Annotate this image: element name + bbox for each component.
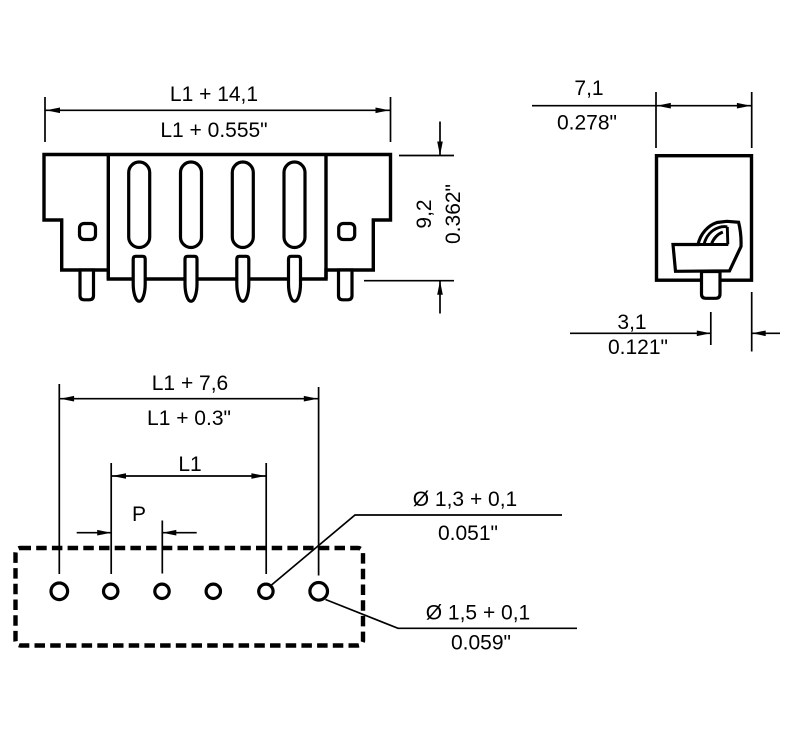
front-view-outline xyxy=(42,152,393,281)
solder-pin xyxy=(286,254,303,303)
contact-slot xyxy=(282,160,307,250)
arrowhead xyxy=(736,102,751,109)
arrowhead xyxy=(437,141,443,156)
mounting-leg xyxy=(78,268,96,302)
leader-line xyxy=(270,514,562,586)
drill-hole-small xyxy=(257,582,275,601)
arrowhead xyxy=(303,395,318,402)
callout-large-hole-diameter: Ø 1,5 + 0,1 xyxy=(426,602,531,625)
dim-plan-overall-metric: L1 + 7,6 xyxy=(152,372,228,395)
dim-front-overall-width: L1 + 14,1 L1 + 0.555" xyxy=(44,83,392,142)
contact-slot xyxy=(178,160,204,250)
arrowhead xyxy=(375,107,390,114)
side-solder-pin xyxy=(699,269,722,300)
clamp-contact-outline xyxy=(671,219,743,273)
contact-slot xyxy=(127,160,152,250)
dim-plan-span-metric: L1 xyxy=(178,453,201,476)
dim-pin-offset-inch: 0.121" xyxy=(608,336,668,359)
clamp-inner-arc xyxy=(702,225,728,245)
callout-large-hole: Ø 1,5 + 0,1 0.059" xyxy=(325,598,577,655)
dim-pin-offset: 3,1 0.121" xyxy=(570,292,780,359)
arrowhead xyxy=(97,529,112,536)
dim-plan-pitch-metric: P xyxy=(132,503,146,526)
dim-front-width-inch: L1 + 0.555" xyxy=(160,119,267,142)
dim-front-width-metric: L1 + 14,1 xyxy=(170,83,258,106)
callout-small-hole-diameter: Ø 1,3 + 0,1 xyxy=(413,488,518,511)
square-hole xyxy=(77,221,98,242)
dim-side-width: 7,1 0.278" xyxy=(532,77,753,148)
dim-plan-pitch: P xyxy=(76,503,197,574)
arrowhead xyxy=(251,473,266,479)
arrowhead xyxy=(60,395,75,402)
dim-side-width-metric: 7,1 xyxy=(574,77,603,100)
mounting-leg xyxy=(336,268,354,302)
dim-plan-overall-inch: L1 + 0.3" xyxy=(147,407,231,430)
clamp-detail-arc xyxy=(710,230,724,245)
arrowhead xyxy=(437,280,443,295)
callout-large-hole-inch: 0.059" xyxy=(451,632,511,655)
drill-hole-small xyxy=(153,582,171,601)
drill-hole-large xyxy=(308,580,330,602)
callout-small-hole: Ø 1,3 + 0,1 0.051" xyxy=(270,488,562,586)
arrowhead xyxy=(751,330,766,337)
clamp-contact xyxy=(671,219,743,273)
dim-plan-overall: L1 + 7,6 L1 + 0.3" xyxy=(58,372,320,576)
solder-pin xyxy=(131,254,147,303)
arrowhead xyxy=(656,102,671,109)
drilling-plan xyxy=(13,545,366,648)
dim-body-height-metric: 9,2 xyxy=(413,199,436,228)
square-hole xyxy=(337,221,357,242)
dim-pin-offset-metric: 3,1 xyxy=(617,311,646,334)
arrowhead xyxy=(112,473,126,479)
dim-body-height: 9,2 0.362" xyxy=(364,121,465,314)
dim-side-width-inch: 0.278" xyxy=(557,112,617,135)
front-view xyxy=(42,152,393,303)
drill-hole-small xyxy=(204,582,223,601)
arrowhead xyxy=(46,107,60,114)
clamp-tab-edge xyxy=(725,226,730,245)
callout-small-hole-inch: 0.051" xyxy=(438,522,498,545)
dim-plan-span: L1 xyxy=(110,453,268,574)
side-view xyxy=(654,153,754,300)
contact-slot xyxy=(230,160,255,250)
arrowhead xyxy=(696,330,711,337)
drill-hole-large xyxy=(49,581,70,602)
solder-pin xyxy=(235,254,251,303)
drill-hole-small xyxy=(101,582,120,601)
arrowhead xyxy=(162,529,177,536)
solder-pin xyxy=(183,254,199,303)
dim-body-height-inch: 0.362" xyxy=(442,184,465,244)
leader-line xyxy=(325,598,577,630)
